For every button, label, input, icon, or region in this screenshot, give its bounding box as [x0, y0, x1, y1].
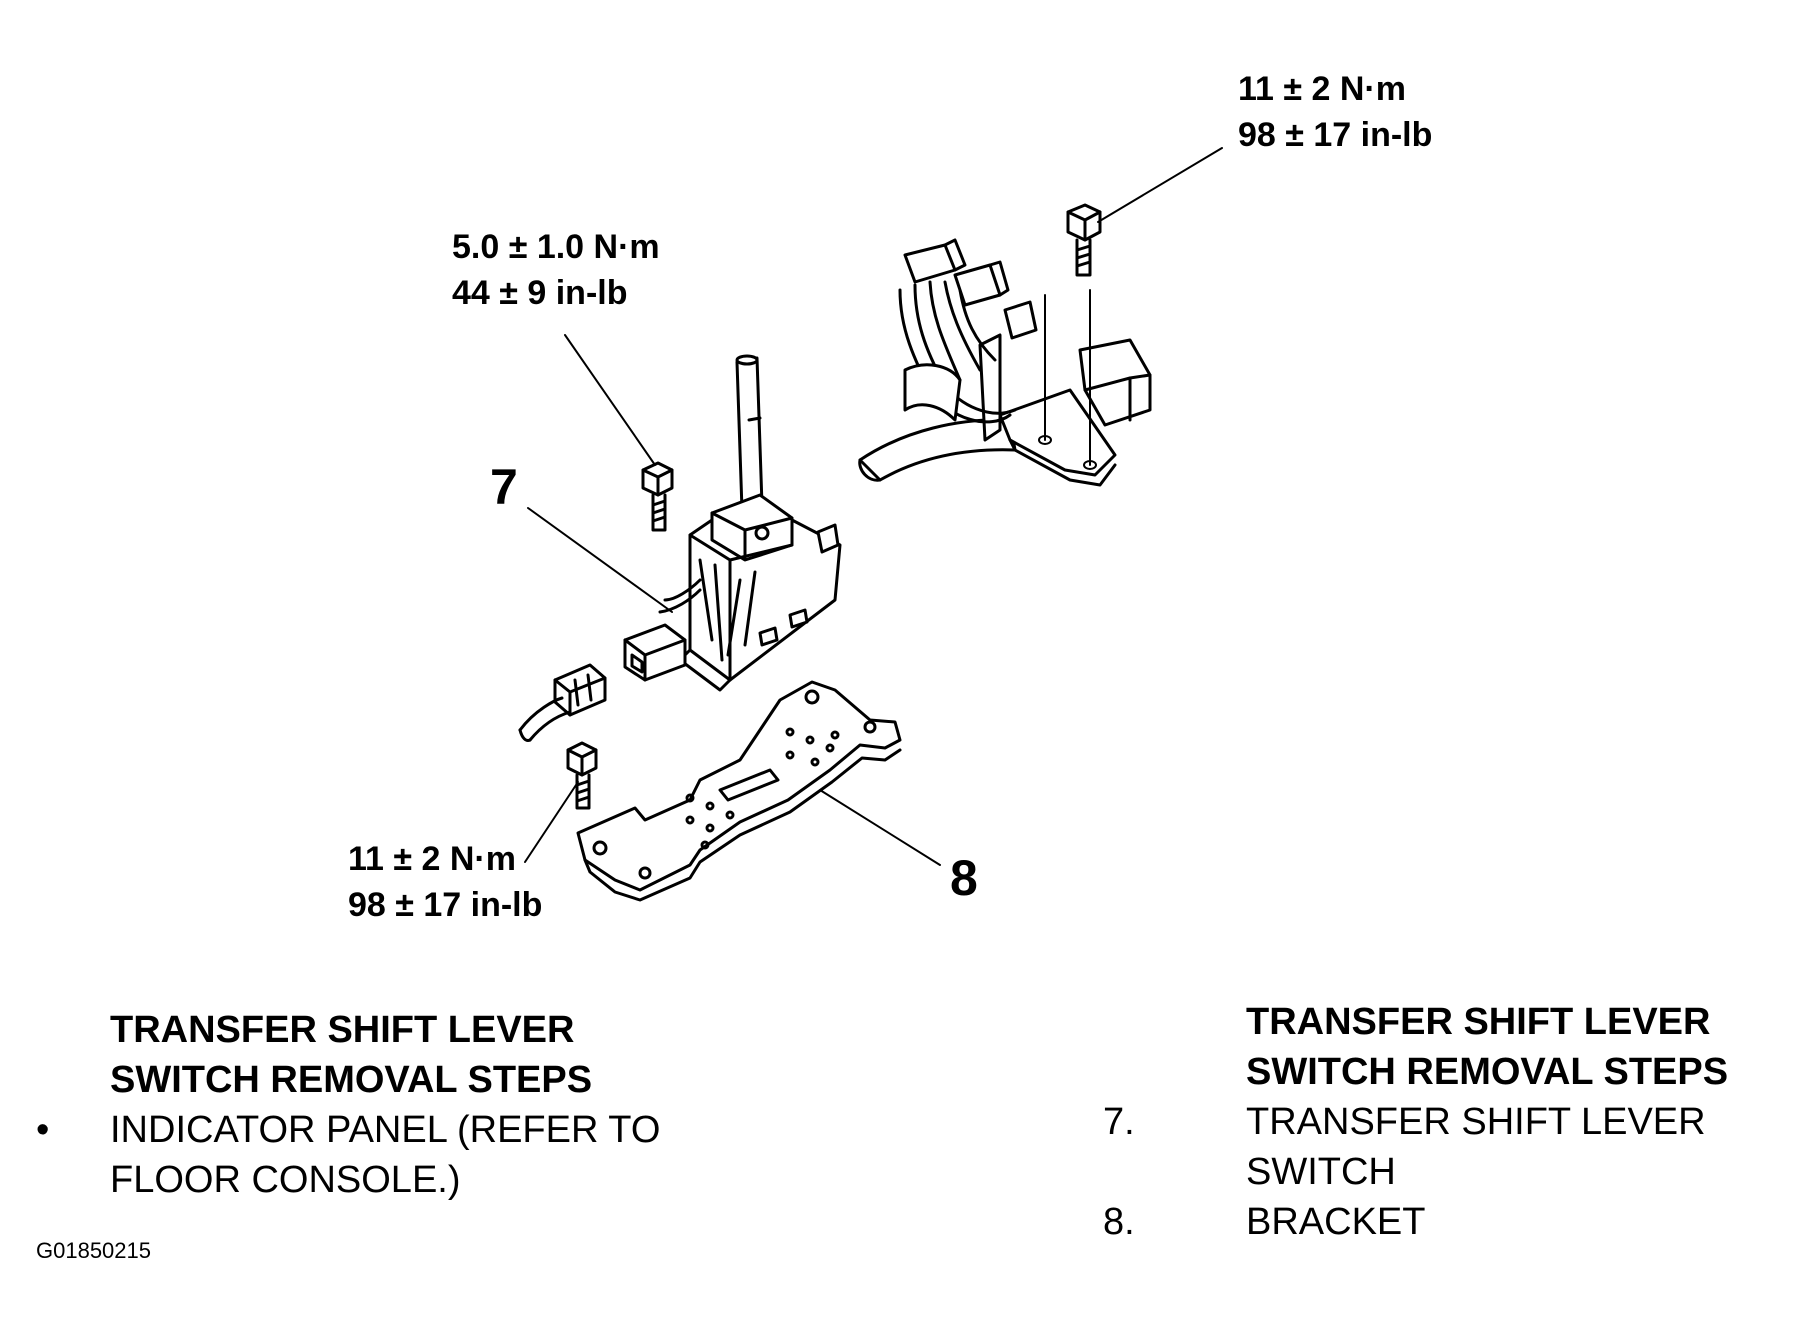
wiring-harness-icon — [518, 696, 572, 742]
bullet: • — [36, 1109, 50, 1151]
heading-line: TRANSFER SHIFT LEVER — [1246, 1001, 1711, 1043]
torque-inlb: 98 ± 17 in-lb — [1238, 116, 1433, 154]
right-heading: TRANSFER SHIFT LEVER SWITCH REMOVAL STEP… — [1246, 997, 1728, 1097]
heading-line: TRANSFER SHIFT LEVER — [110, 1009, 575, 1051]
torque-nm: 5.0 ± 1.0 N·m — [452, 228, 660, 266]
bolt-icon — [1066, 203, 1102, 277]
leader-line — [524, 781, 579, 863]
step-item-8: BRACKET — [1246, 1201, 1426, 1243]
connector-icon — [903, 238, 967, 284]
step-line: FLOOR CONSOLE.) — [110, 1159, 461, 1201]
upper-bracket-assembly — [858, 203, 1152, 487]
bolt-icon — [641, 461, 674, 532]
torque-label-bottom-left: 11 ± 2 N·m 98 ± 17 in-lb — [348, 836, 542, 928]
heading-line: SWITCH REMOVAL STEPS — [1246, 1051, 1729, 1093]
callout-8: 8 — [950, 850, 978, 906]
left-step: INDICATOR PANEL (REFER TO FLOOR CONSOLE.… — [110, 1105, 660, 1205]
connector-icon — [553, 663, 607, 717]
leader-line — [819, 789, 941, 866]
left-heading: TRANSFER SHIFT LEVER SWITCH REMOVAL STEP… — [110, 1005, 592, 1105]
leader-line — [564, 334, 656, 466]
step-number: 7. — [1103, 1101, 1135, 1143]
connector-icon — [953, 260, 1010, 307]
torque-nm: 11 ± 2 N·m — [348, 840, 516, 878]
torque-inlb: 98 ± 17 in-lb — [348, 886, 543, 924]
step-line: INDICATOR PANEL (REFER TO — [110, 1109, 661, 1151]
bolt-icon — [566, 741, 598, 810]
callout-7: 7 — [490, 459, 518, 515]
torque-inlb: 44 ± 9 in-lb — [452, 274, 628, 312]
shift-lever-switch-icon — [623, 354, 842, 692]
step-number: 8. — [1103, 1201, 1135, 1243]
leader-line — [527, 507, 673, 613]
torque-label-top-right: 11 ± 2 N·m 98 ± 17 in-lb — [1238, 66, 1432, 158]
figure-code: G01850215 — [36, 1238, 151, 1263]
step-item-7: TRANSFER SHIFT LEVER SWITCH — [1246, 1097, 1706, 1197]
bracket-plate-icon — [576, 680, 902, 902]
step-line: TRANSFER SHIFT LEVER — [1246, 1101, 1706, 1143]
heading-line: SWITCH REMOVAL STEPS — [110, 1059, 593, 1101]
torque-nm: 11 ± 2 N·m — [1238, 70, 1406, 108]
step-line: SWITCH — [1246, 1151, 1396, 1193]
torque-label-center: 5.0 ± 1.0 N·m 44 ± 9 in-lb — [452, 224, 660, 316]
leader-line — [1097, 147, 1223, 223]
